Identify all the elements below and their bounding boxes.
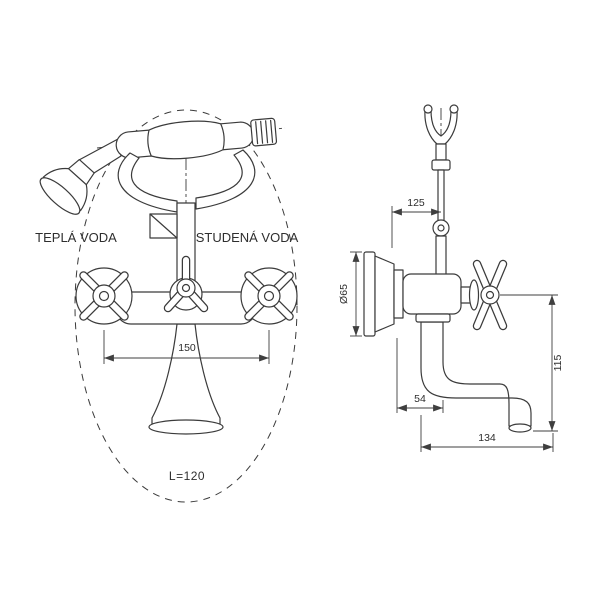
- dim-top-offset: 125: [391, 197, 441, 248]
- dim-wall-to-spout: 54: [396, 338, 444, 413]
- wall-flange: [363, 251, 404, 337]
- dim-54-text: 54: [414, 393, 426, 405]
- dim-65-text: Ø65: [338, 284, 350, 304]
- side-view: 125 Ø65 54 134 115: [338, 104, 564, 452]
- label-hot-water: TEPLÁ VODA: [35, 230, 117, 245]
- dim-125-text: 125: [407, 197, 425, 209]
- shower-head: [39, 158, 95, 215]
- handle-hot: [75, 267, 133, 325]
- handset-grip: [250, 117, 278, 147]
- front-view: 150 TEPLÁ VODA STUDENÁ VODA L=120: [35, 109, 299, 503]
- diverter-handle: [163, 255, 209, 313]
- holder-fork: [423, 104, 459, 277]
- label-hose-length: L=120: [169, 469, 205, 483]
- spout-side: [415, 313, 532, 433]
- dim-height: 115: [500, 294, 564, 432]
- cradle-arm-left: [117, 152, 178, 213]
- cradle-arm-right: [195, 149, 256, 210]
- valve-body-side: [402, 273, 462, 315]
- bracket-block: [149, 213, 178, 239]
- label-cold-water: STUDENÁ VODA: [196, 230, 299, 245]
- handle-cold: [240, 267, 298, 325]
- dim-134-text: 134: [478, 432, 496, 444]
- hand-shower: [115, 117, 278, 160]
- dim-150-text: 150: [178, 342, 196, 354]
- dim-flange-diameter: Ø65: [338, 251, 362, 337]
- dim-spout-reach: 134: [420, 415, 554, 452]
- handle-side: [460, 259, 508, 331]
- hose-loop-ellipse: [74, 109, 298, 503]
- bell-spout: [148, 323, 224, 435]
- dim-115-text: 115: [552, 354, 564, 371]
- dim-handle-spacing: 150: [103, 330, 270, 364]
